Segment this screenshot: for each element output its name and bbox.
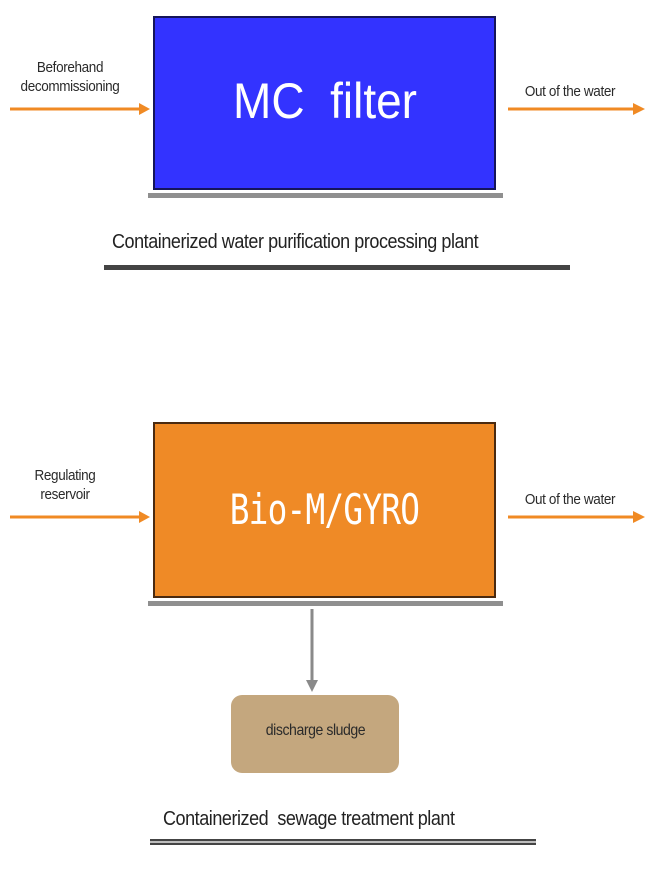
input-label-bottom: Regulating reservoir <box>7 466 124 504</box>
bio-gyro-title: Bio-M/GYRO <box>229 484 420 534</box>
mc-filter-title: MC filter <box>232 73 417 129</box>
output-arrowhead-top <box>633 103 645 115</box>
input-arrowhead-top <box>139 103 150 115</box>
input-label-top: Beforehand decommissioning <box>7 58 133 96</box>
caption-top-underline <box>104 265 570 270</box>
input-label-bottom-line1: Regulating <box>34 467 96 484</box>
input-arrowhead-bottom <box>139 511 150 523</box>
discharge-sludge-box: discharge sludge <box>231 695 399 773</box>
output-label-top: Out of the water <box>524 83 616 100</box>
sludge-arrowhead <box>306 680 318 692</box>
output-arrowhead-bottom <box>633 511 645 523</box>
input-label-top-line2: decommissioning <box>20 78 120 95</box>
discharge-sludge-label: discharge sludge <box>265 722 365 739</box>
bio-gyro-box: Bio-M/GYRO <box>153 422 496 598</box>
caption-bottom-underline <box>150 839 536 845</box>
mc-filter-base <box>148 193 503 198</box>
input-label-top-line1: Beforehand <box>36 59 104 76</box>
caption-bottom: Containerized sewage treatment plant <box>163 808 455 830</box>
bio-gyro-base <box>148 601 503 606</box>
input-label-bottom-line2: reservoir <box>40 486 90 503</box>
caption-top: Containerized water purification process… <box>112 231 479 253</box>
output-label-bottom: Out of the water <box>524 491 616 508</box>
mc-filter-box: MC filter <box>153 16 496 190</box>
